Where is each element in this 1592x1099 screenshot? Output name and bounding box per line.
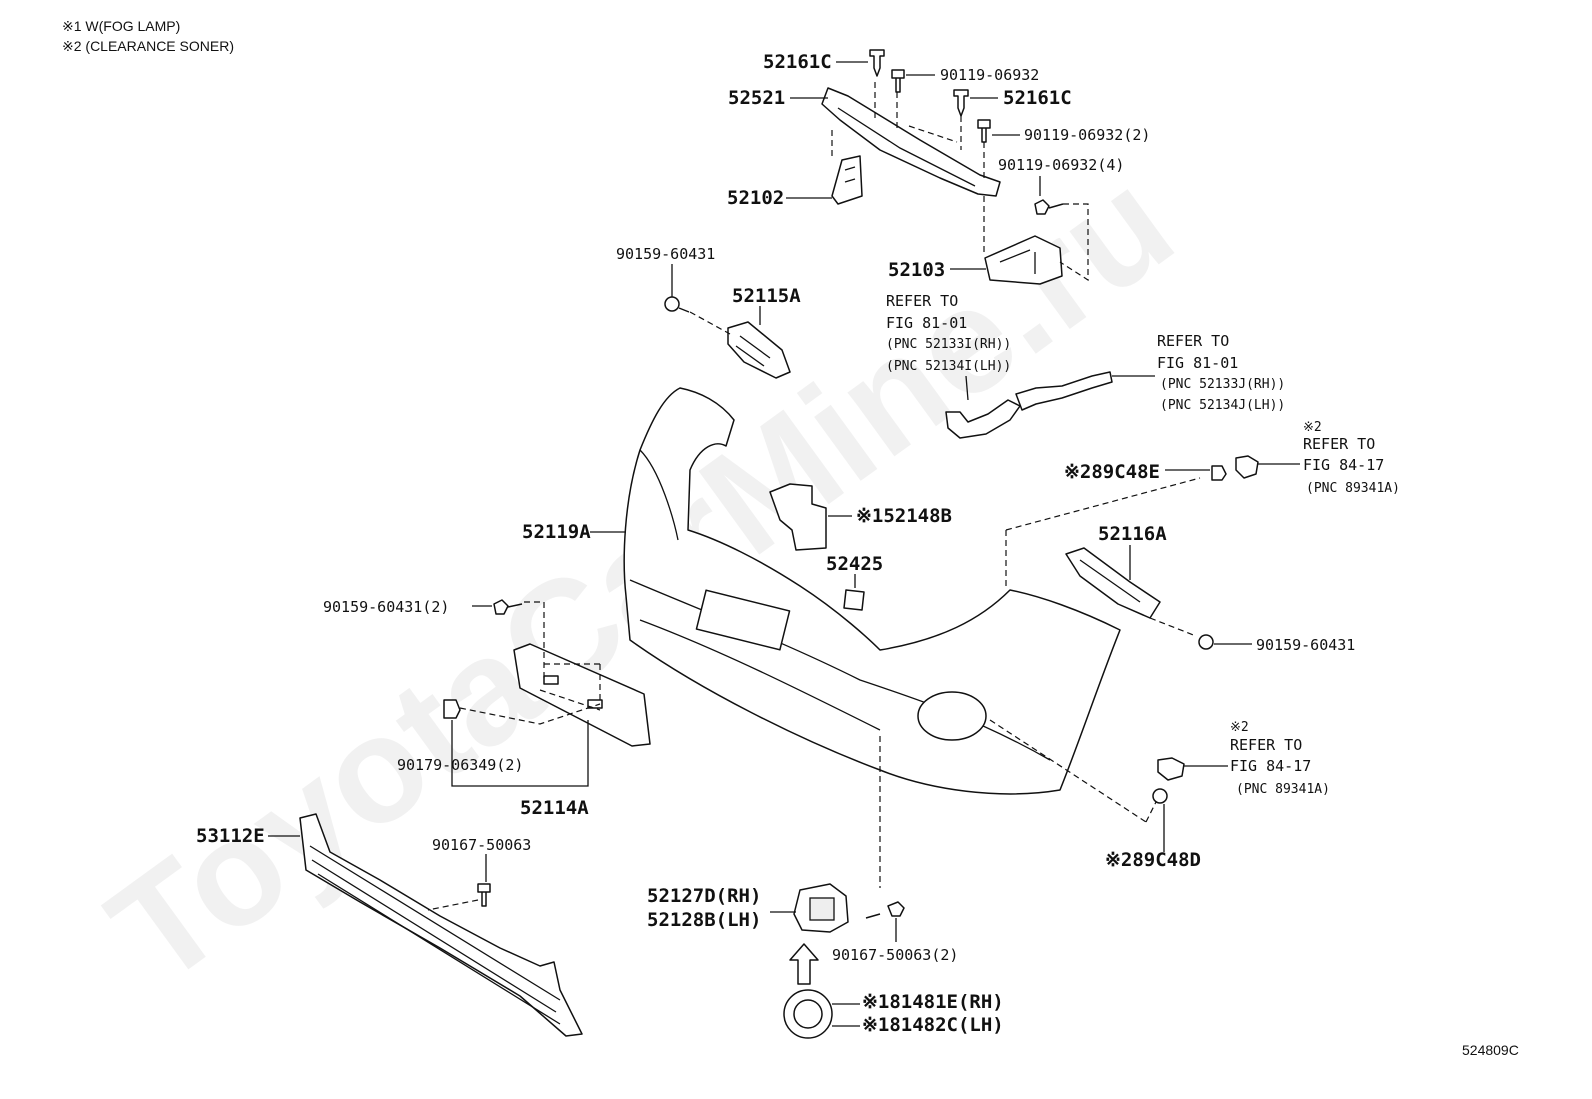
ref3-mark: ※2 [1303,420,1322,435]
ref2-line-b: FIG 81-01 [1157,354,1238,372]
label-52115a: 52115A [732,285,801,307]
label-90159-60431-a: 90159-60431 [616,245,715,263]
part-bolt-90119-b [977,119,991,143]
ref1-line-b: FIG 81-01 [886,314,967,332]
label-81482c: ※181482C(LH) [862,1014,1004,1036]
part-bolt-90167-b [865,901,905,919]
label-90119-06932-b: 90119-06932(2) [1024,126,1150,144]
fog-cover-opening [809,897,835,921]
part-52148b-duct [769,483,827,551]
label-53112e: 53112E [196,825,265,847]
ref2-line-a: REFER TO [1157,332,1229,350]
part-52521-retainer [821,87,1001,197]
part-52102-bracket [831,155,863,205]
label-90119-06932-c: 90119-06932(4) [998,156,1124,174]
ref4-line-b: FIG 84-17 [1230,757,1311,775]
label-52161c-b: 52161C [1003,87,1072,109]
part-bolt-90119-a [891,69,905,93]
ref3-line-c: (PNC 89341A) [1306,481,1400,496]
label-90159-60431-b: 90159-60431(2) [323,598,449,616]
label-52521: 52521 [728,87,785,109]
ref1-line-d: (PNC 52134I(LH)) [886,359,1011,374]
label-52119a: 52119A [522,521,591,543]
part-90159-nut-a [664,296,680,312]
note-clearance-sonar: ※2 (CLEARANCE SONER) [62,38,234,54]
plate-slot-b [587,699,603,709]
plate-slot-a [543,675,559,685]
note-fog-lamp: ※1 W(FOG LAMP) [62,18,180,34]
ref2-line-d: (PNC 52134J(LH)) [1160,398,1285,413]
part-90179-clip [443,699,461,719]
label-90167-50063-b: 90167-50063(2) [832,946,958,964]
label-90119-06932-a: 90119-06932 [940,66,1039,84]
label-52161c-a: 52161C [763,51,832,73]
label-52116a: 52116A [1098,523,1167,545]
label-81481e: ※181481E(RH) [862,991,1004,1013]
label-90167-50063-a: 90167-50063 [432,836,531,854]
part-sensor-89341a-lower [1157,757,1185,781]
label-89c48e: ※289C48E [1064,461,1160,483]
ref4-mark: ※2 [1230,720,1249,735]
fog-ring-inner [793,999,823,1029]
part-52103-bracket [984,235,1063,285]
ref3-line-a: REFER TO [1303,435,1375,453]
part-52161c-clip-b [953,89,969,117]
label-52148b: ※152148B [856,505,952,527]
part-52114a-plate-bracket [513,643,651,747]
label-90179-06349: 90179-06349(2) [397,756,523,774]
label-52103: 52103 [888,259,945,281]
part-52425-pad [843,589,865,611]
ref2-line-c: (PNC 52133J(RH)) [1160,377,1285,392]
label-52128b: 52128B(LH) [647,909,761,931]
label-52425: 52425 [826,553,883,575]
part-90159-nut-c [1198,634,1214,650]
label-89c48d: ※289C48D [1105,849,1201,871]
part-harness-52133j [1015,371,1113,411]
ref3-line-b: FIG 84-17 [1303,456,1384,474]
part-52161c-clip-a [869,49,885,77]
label-52102: 52102 [727,187,784,209]
part-52119a-bumper-cover [623,387,1121,795]
ref1-line-c: (PNC 52133I(RH)) [886,337,1011,352]
ref1-line-a: REFER TO [886,292,958,310]
part-bolt-90167-a [477,883,491,907]
part-sensor-89341a-upper [1235,455,1259,479]
fog-lamp-opening [917,691,987,741]
part-89c48e-retainer [1211,465,1227,481]
label-52114a: 52114A [520,797,589,819]
ref4-line-a: REFER TO [1230,736,1302,754]
part-bolt-90119-c [1034,199,1064,215]
part-89c48d-retainer [1152,788,1168,804]
part-bolt-90159-b [493,599,523,615]
bumper-plate-recess [695,589,791,651]
ref4-line-c: (PNC 89341A) [1236,782,1330,797]
assembly-arrow-icon [789,943,819,985]
label-90159-60431-c: 90159-60431 [1256,636,1355,654]
diagram-id: 524809C [1462,1042,1519,1058]
label-52127d: 52127D(RH) [647,885,761,907]
